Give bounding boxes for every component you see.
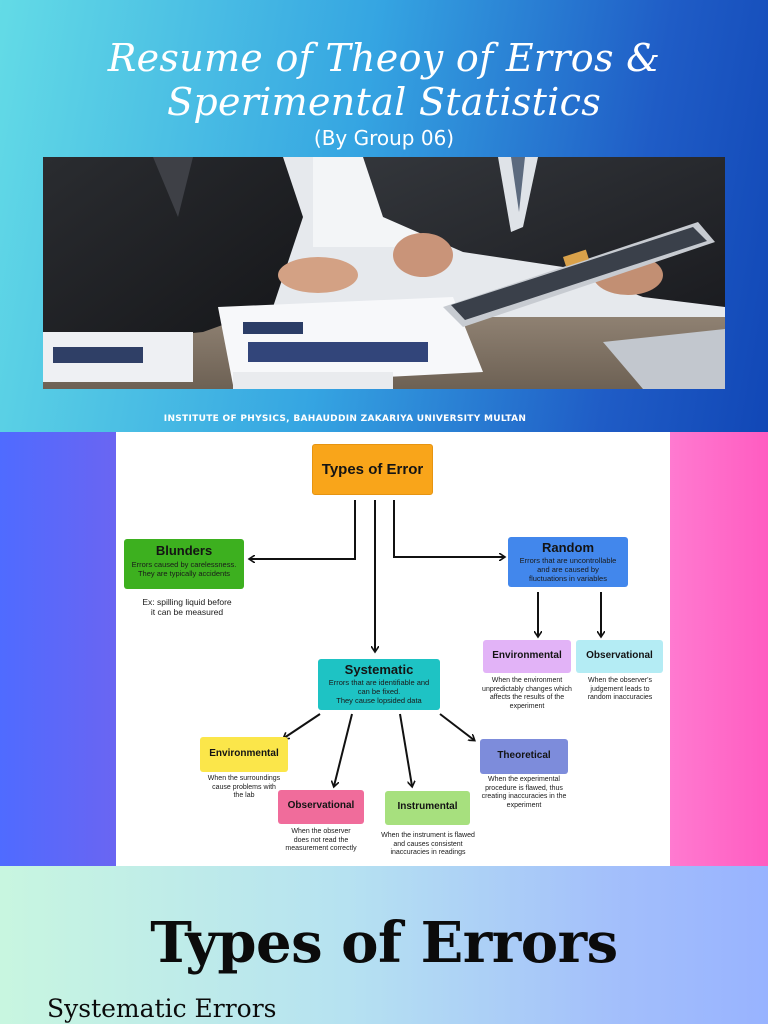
document-title-line1: Resume of Theoy of Erros & bbox=[107, 36, 661, 80]
arrow-root-to-random bbox=[393, 500, 504, 557]
systematic-desc-line1: Errors that are identifiable and bbox=[328, 678, 430, 687]
random-desc-line2: and are caused by bbox=[537, 565, 599, 574]
sys-instr-desc-line1: When the instrument is flawed bbox=[381, 832, 475, 839]
systematic-theoretical-title: Theoretical bbox=[497, 750, 551, 761]
systematic-instrumental-title: Instrumental bbox=[397, 801, 458, 812]
systematic-environmental-title: Environmental bbox=[209, 748, 279, 759]
business-meeting-photo bbox=[43, 157, 725, 389]
systematic-observational-node: Observational bbox=[278, 790, 364, 824]
arrow-systematic-to-instrumental bbox=[399, 713, 412, 786]
sys-env-desc-line2: cause problems with bbox=[212, 783, 276, 791]
types-of-error-diagram: Types of Error Blunders Errors caused by… bbox=[116, 432, 670, 866]
random-desc-line1: Errors that are uncontrollable bbox=[519, 556, 617, 565]
sys-theo-desc-line1: When the experimental bbox=[488, 776, 560, 783]
random-environmental-node: Environmental bbox=[483, 640, 571, 673]
document-title-line2: Sperimental Statistics bbox=[166, 80, 601, 124]
random-env-desc-line3: affects the results of the bbox=[489, 694, 565, 701]
systematic-theoretical-desc: When the experimental procedure is flawe… bbox=[468, 776, 580, 810]
systematic-instrumental-desc: When the instrument is flawed and causes… bbox=[374, 832, 482, 858]
left-color-strip bbox=[0, 432, 116, 866]
systematic-desc-line2: can be fixed. bbox=[357, 687, 401, 696]
random-observational-node: Observational bbox=[576, 640, 663, 673]
random-obs-desc-line2: judgement leads to bbox=[590, 685, 650, 693]
sys-theo-desc-line4: experiment bbox=[506, 801, 542, 809]
sys-obs-desc-line3: measurement correctly bbox=[285, 845, 357, 852]
systematic-desc-line3: They cause lopsided data bbox=[336, 696, 422, 705]
document-subtitle: (By Group 06) bbox=[313, 126, 455, 150]
blunders-desc-line1: Errors caused by carelessness. bbox=[131, 560, 237, 569]
blunders-example-line2: it can be measured bbox=[150, 607, 224, 617]
systematic-environmental-desc: When the surroundings cause problems wit… bbox=[194, 775, 294, 801]
arrow-root-to-blunders bbox=[250, 500, 356, 559]
blunders-desc-line2: They are typically accidents bbox=[137, 569, 231, 578]
random-env-desc-line1: When the environment bbox=[491, 677, 563, 684]
random-node: Random Errors that are uncontrollable an… bbox=[508, 537, 628, 587]
blunders-example-line1: Ex: spilling liquid before bbox=[142, 597, 232, 607]
systematic-observational-desc: When the observer does not read the meas… bbox=[271, 828, 371, 854]
sys-env-desc-line3: the lab bbox=[233, 792, 255, 799]
blunders-example: Ex: spilling liquid before it can be mea… bbox=[122, 597, 252, 617]
sys-obs-desc-line1: When the observer bbox=[291, 828, 351, 835]
diagram-arrows bbox=[116, 500, 670, 866]
arrow-systematic-to-theoretical bbox=[439, 713, 474, 740]
root-node: Types of Error bbox=[312, 444, 433, 495]
section-heading: Types of Errors bbox=[150, 910, 618, 976]
systematic-environmental-node: Environmental bbox=[200, 737, 288, 772]
sys-instr-desc-line2: and causes consistent bbox=[393, 840, 463, 848]
random-environmental-title: Environmental bbox=[492, 650, 562, 661]
right-color-strip bbox=[670, 432, 768, 866]
institute-name: INSTITUTE OF PHYSICS, BAHAUDDIN ZAKARIYA… bbox=[163, 414, 527, 424]
blunders-title: Blunders bbox=[155, 543, 213, 558]
systematic-observational-title: Observational bbox=[287, 800, 355, 811]
sys-theo-desc-line2: procedure is flawed, thus bbox=[485, 784, 563, 792]
arrow-systematic-to-observational bbox=[334, 713, 353, 786]
blunders-node: Blunders Errors caused by carelessness. … bbox=[124, 539, 244, 589]
systematic-node: Systematic Errors that are identifiable … bbox=[318, 659, 440, 710]
photo-illustration bbox=[43, 157, 725, 389]
diagram-section: Types of Error Blunders Errors caused by… bbox=[0, 432, 768, 866]
random-desc-line3: fluctuations in variables bbox=[529, 574, 607, 583]
sys-env-desc-line1: When the surroundings bbox=[207, 775, 281, 782]
random-obs-desc-line3: random inaccuracies bbox=[587, 694, 653, 701]
random-title: Random bbox=[542, 540, 594, 555]
systematic-theoretical-node: Theoretical bbox=[480, 739, 568, 774]
types-of-errors-section: Types of Errors Systematic Errors bbox=[0, 866, 768, 1024]
random-observational-title: Observational bbox=[586, 650, 653, 661]
random-environmental-desc: When the environment unpredictably chang… bbox=[469, 677, 585, 711]
sys-obs-desc-line2: does not read the bbox=[293, 836, 349, 844]
sys-instr-desc-line3: inaccuracies in readings bbox=[390, 849, 466, 856]
random-obs-desc-line1: When the observer's bbox=[588, 677, 652, 684]
section-subheading: Systematic Errors bbox=[47, 994, 277, 1023]
systematic-title: Systematic bbox=[344, 662, 414, 677]
title-banner: Resume of Theoy of Erros & Sperimental S… bbox=[0, 0, 768, 432]
arrow-systematic-to-environmental bbox=[284, 713, 321, 738]
random-env-desc-line4: experiment bbox=[509, 702, 545, 710]
systematic-instrumental-node: Instrumental bbox=[385, 791, 470, 825]
root-node-title: Types of Error bbox=[321, 461, 424, 478]
random-env-desc-line2: unpredictably changes which bbox=[482, 685, 572, 693]
random-observational-desc: When the observer's judgement leads to r… bbox=[572, 677, 668, 703]
sys-theo-desc-line3: creating inaccuracies in the bbox=[481, 793, 567, 800]
